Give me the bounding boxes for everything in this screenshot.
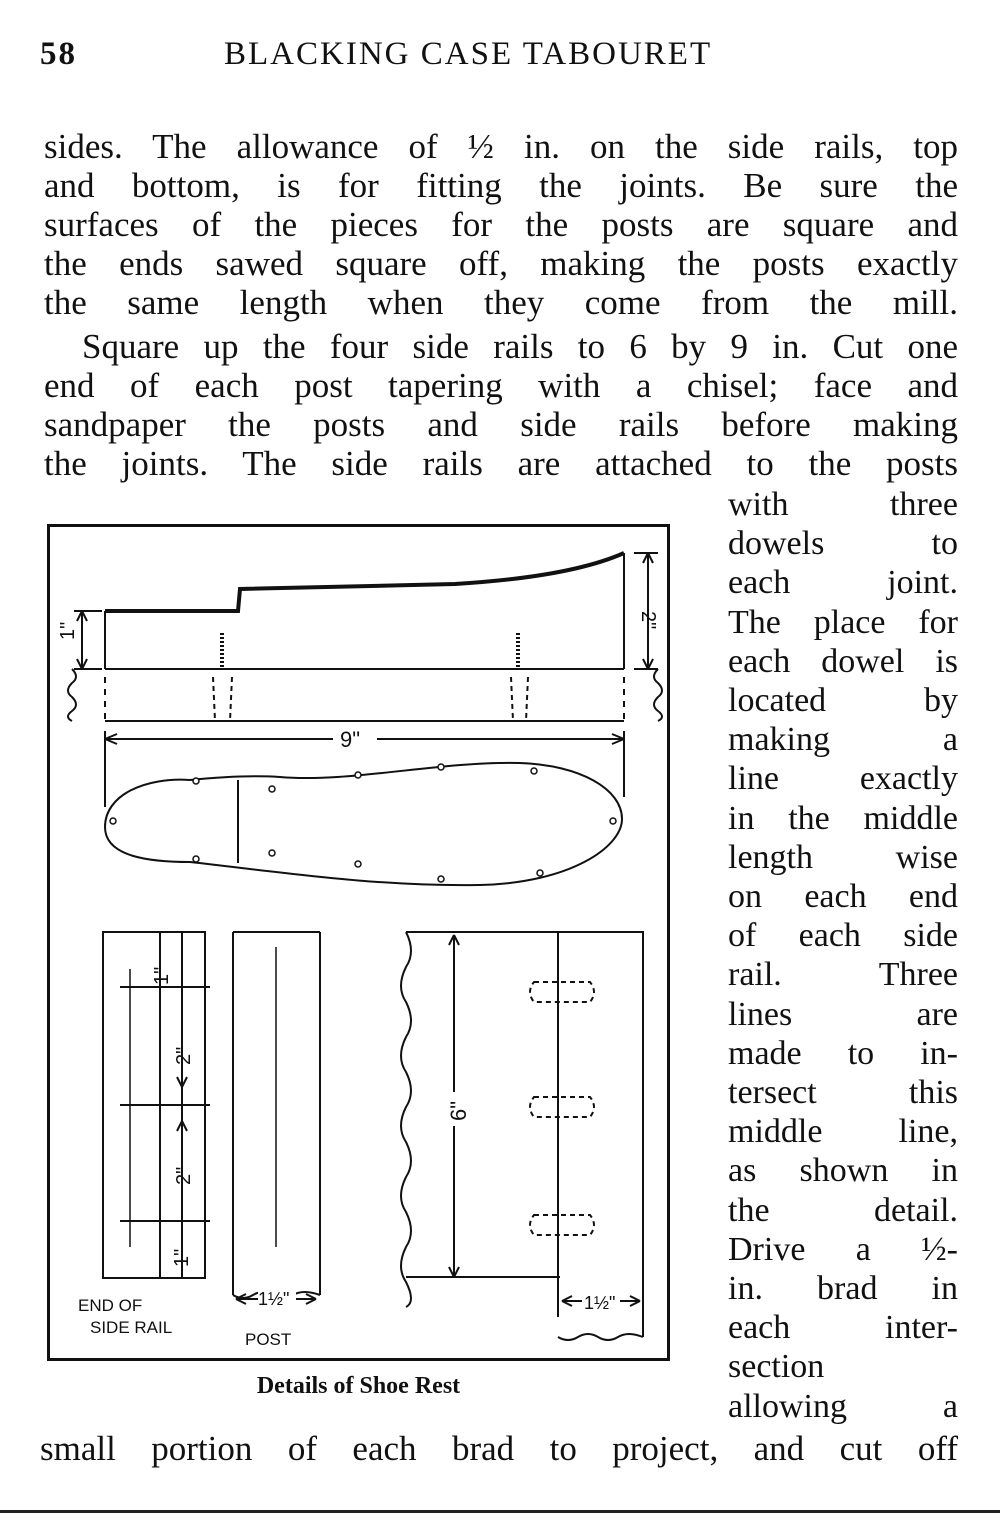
text-line: sandpaper the posts and side rails befor…	[44, 405, 958, 444]
dimension-label: 1"	[171, 1249, 193, 1267]
dimension-label: 1½"	[258, 1289, 289, 1309]
side-line: dowels to	[728, 525, 958, 562]
side-line: each dowel is	[728, 643, 958, 680]
length-dimension: 9"	[104, 727, 625, 807]
bottom-rule	[0, 1510, 1000, 1513]
shoe-rest-diagram: 1" 2" 9" 1	[57, 551, 663, 1349]
dimension-label: 2"	[637, 611, 659, 629]
dimension-label: 6"	[446, 1101, 471, 1121]
side-line: line exactly	[728, 760, 958, 797]
dimension-label: 2"	[173, 1167, 195, 1185]
side-line: section	[728, 1348, 825, 1385]
side-view: 1" 2"	[57, 551, 663, 722]
side-line: The place for	[728, 604, 958, 641]
end-of-side-rail: 1" 2" 2" 1" END OF SIDE RAIL	[78, 931, 210, 1337]
side-line: in the middle	[728, 800, 958, 837]
side-line: on each end	[728, 878, 958, 915]
side-line: in. brad in	[728, 1270, 958, 1307]
dimension-label: 1"	[151, 967, 173, 985]
side-line: located by	[728, 682, 958, 719]
text-line: the joints. The side rails are attached …	[44, 444, 958, 483]
dimension-label: 2"	[173, 1047, 195, 1065]
text-line: surfaces of the pieces for the posts are…	[44, 205, 958, 244]
sole-top-view	[103, 761, 624, 887]
side-line: making a	[728, 721, 958, 758]
dimension-label: 9"	[340, 727, 360, 752]
side-line: each inter-	[728, 1309, 958, 1346]
page-header: 58 BLACKING CASE TABOURET	[40, 36, 960, 76]
text-line: the same length when they come from the …	[44, 283, 958, 322]
shoe-rest-figure: 1" 2" 9" 1	[47, 524, 670, 1361]
side-line: of each side	[728, 917, 958, 954]
label-side-rail: SIDE RAIL	[90, 1318, 172, 1337]
text-line: end of each post tapering with a chisel;…	[44, 366, 958, 405]
text-line: Square up the four side rails to 6 by 9 …	[82, 327, 958, 366]
post-view: 1½" POST	[232, 931, 321, 1349]
label-post: POST	[245, 1330, 291, 1349]
page-title: BLACKING CASE TABOURET	[224, 36, 713, 72]
dimension-label: 1"	[57, 622, 79, 640]
page-number: 58	[40, 36, 77, 72]
side-rail-detail: 6" 1½"	[400, 931, 644, 1341]
side-line: length wise	[728, 839, 958, 876]
side-line: as shown in	[728, 1152, 958, 1189]
side-line: the detail.	[728, 1192, 958, 1229]
side-line: allowing a	[728, 1388, 958, 1425]
side-line: tersect this	[728, 1074, 958, 1111]
figure-caption: Details of Shoe Rest	[256, 1373, 461, 1399]
side-line: each joint.	[728, 564, 958, 601]
side-line: Drive a ½-	[728, 1231, 958, 1268]
text-line-last: small portion of each brad to project, a…	[40, 1429, 958, 1468]
side-line: rail. Three	[728, 956, 958, 993]
text-line: the ends sawed square off, making the po…	[44, 244, 958, 283]
side-line: lines are	[728, 996, 958, 1033]
side-line: made to in-	[728, 1035, 958, 1072]
text-line: sides. The allowance of ½ in. on the sid…	[44, 127, 958, 166]
label-end-of: END OF	[78, 1296, 142, 1315]
side-line: middle line,	[728, 1113, 958, 1150]
side-line: with three	[728, 486, 958, 523]
dimension-label: 1½"	[584, 1293, 615, 1313]
text-line: and bottom, is for fitting the joints. B…	[44, 166, 958, 205]
